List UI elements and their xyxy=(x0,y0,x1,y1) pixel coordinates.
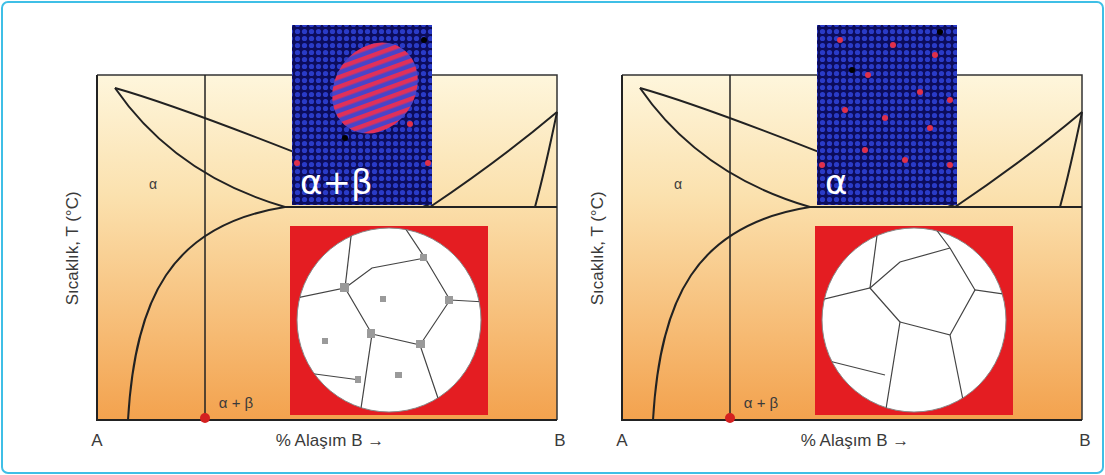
microstructure-left xyxy=(290,226,488,415)
axis-end-label: A xyxy=(91,432,102,451)
axis-title: % Alaşım B → xyxy=(276,432,385,451)
axis-title: Sıcaklık, T (°C) xyxy=(589,191,608,305)
phase-label: α+β xyxy=(300,165,373,199)
atomic-inset-left xyxy=(292,25,435,205)
phase-label: α xyxy=(825,165,847,199)
axis-title: % Alaşım B → xyxy=(801,432,910,451)
atomic-inset: α xyxy=(817,25,957,205)
axis-title: Sıcaklık, T (°C) xyxy=(64,191,83,305)
region-label: α + β xyxy=(219,395,253,412)
microstructure-right xyxy=(815,226,1013,415)
axis-end-label: B xyxy=(1079,432,1090,451)
axis-end-label: B xyxy=(554,432,565,451)
atomic-inset: α+β xyxy=(292,25,432,205)
region-label: α xyxy=(674,177,682,192)
axis-end-label: A xyxy=(616,432,627,451)
region-label: α + β xyxy=(744,395,778,412)
region-label: α xyxy=(149,177,157,192)
atomic-inset-right xyxy=(817,25,957,205)
